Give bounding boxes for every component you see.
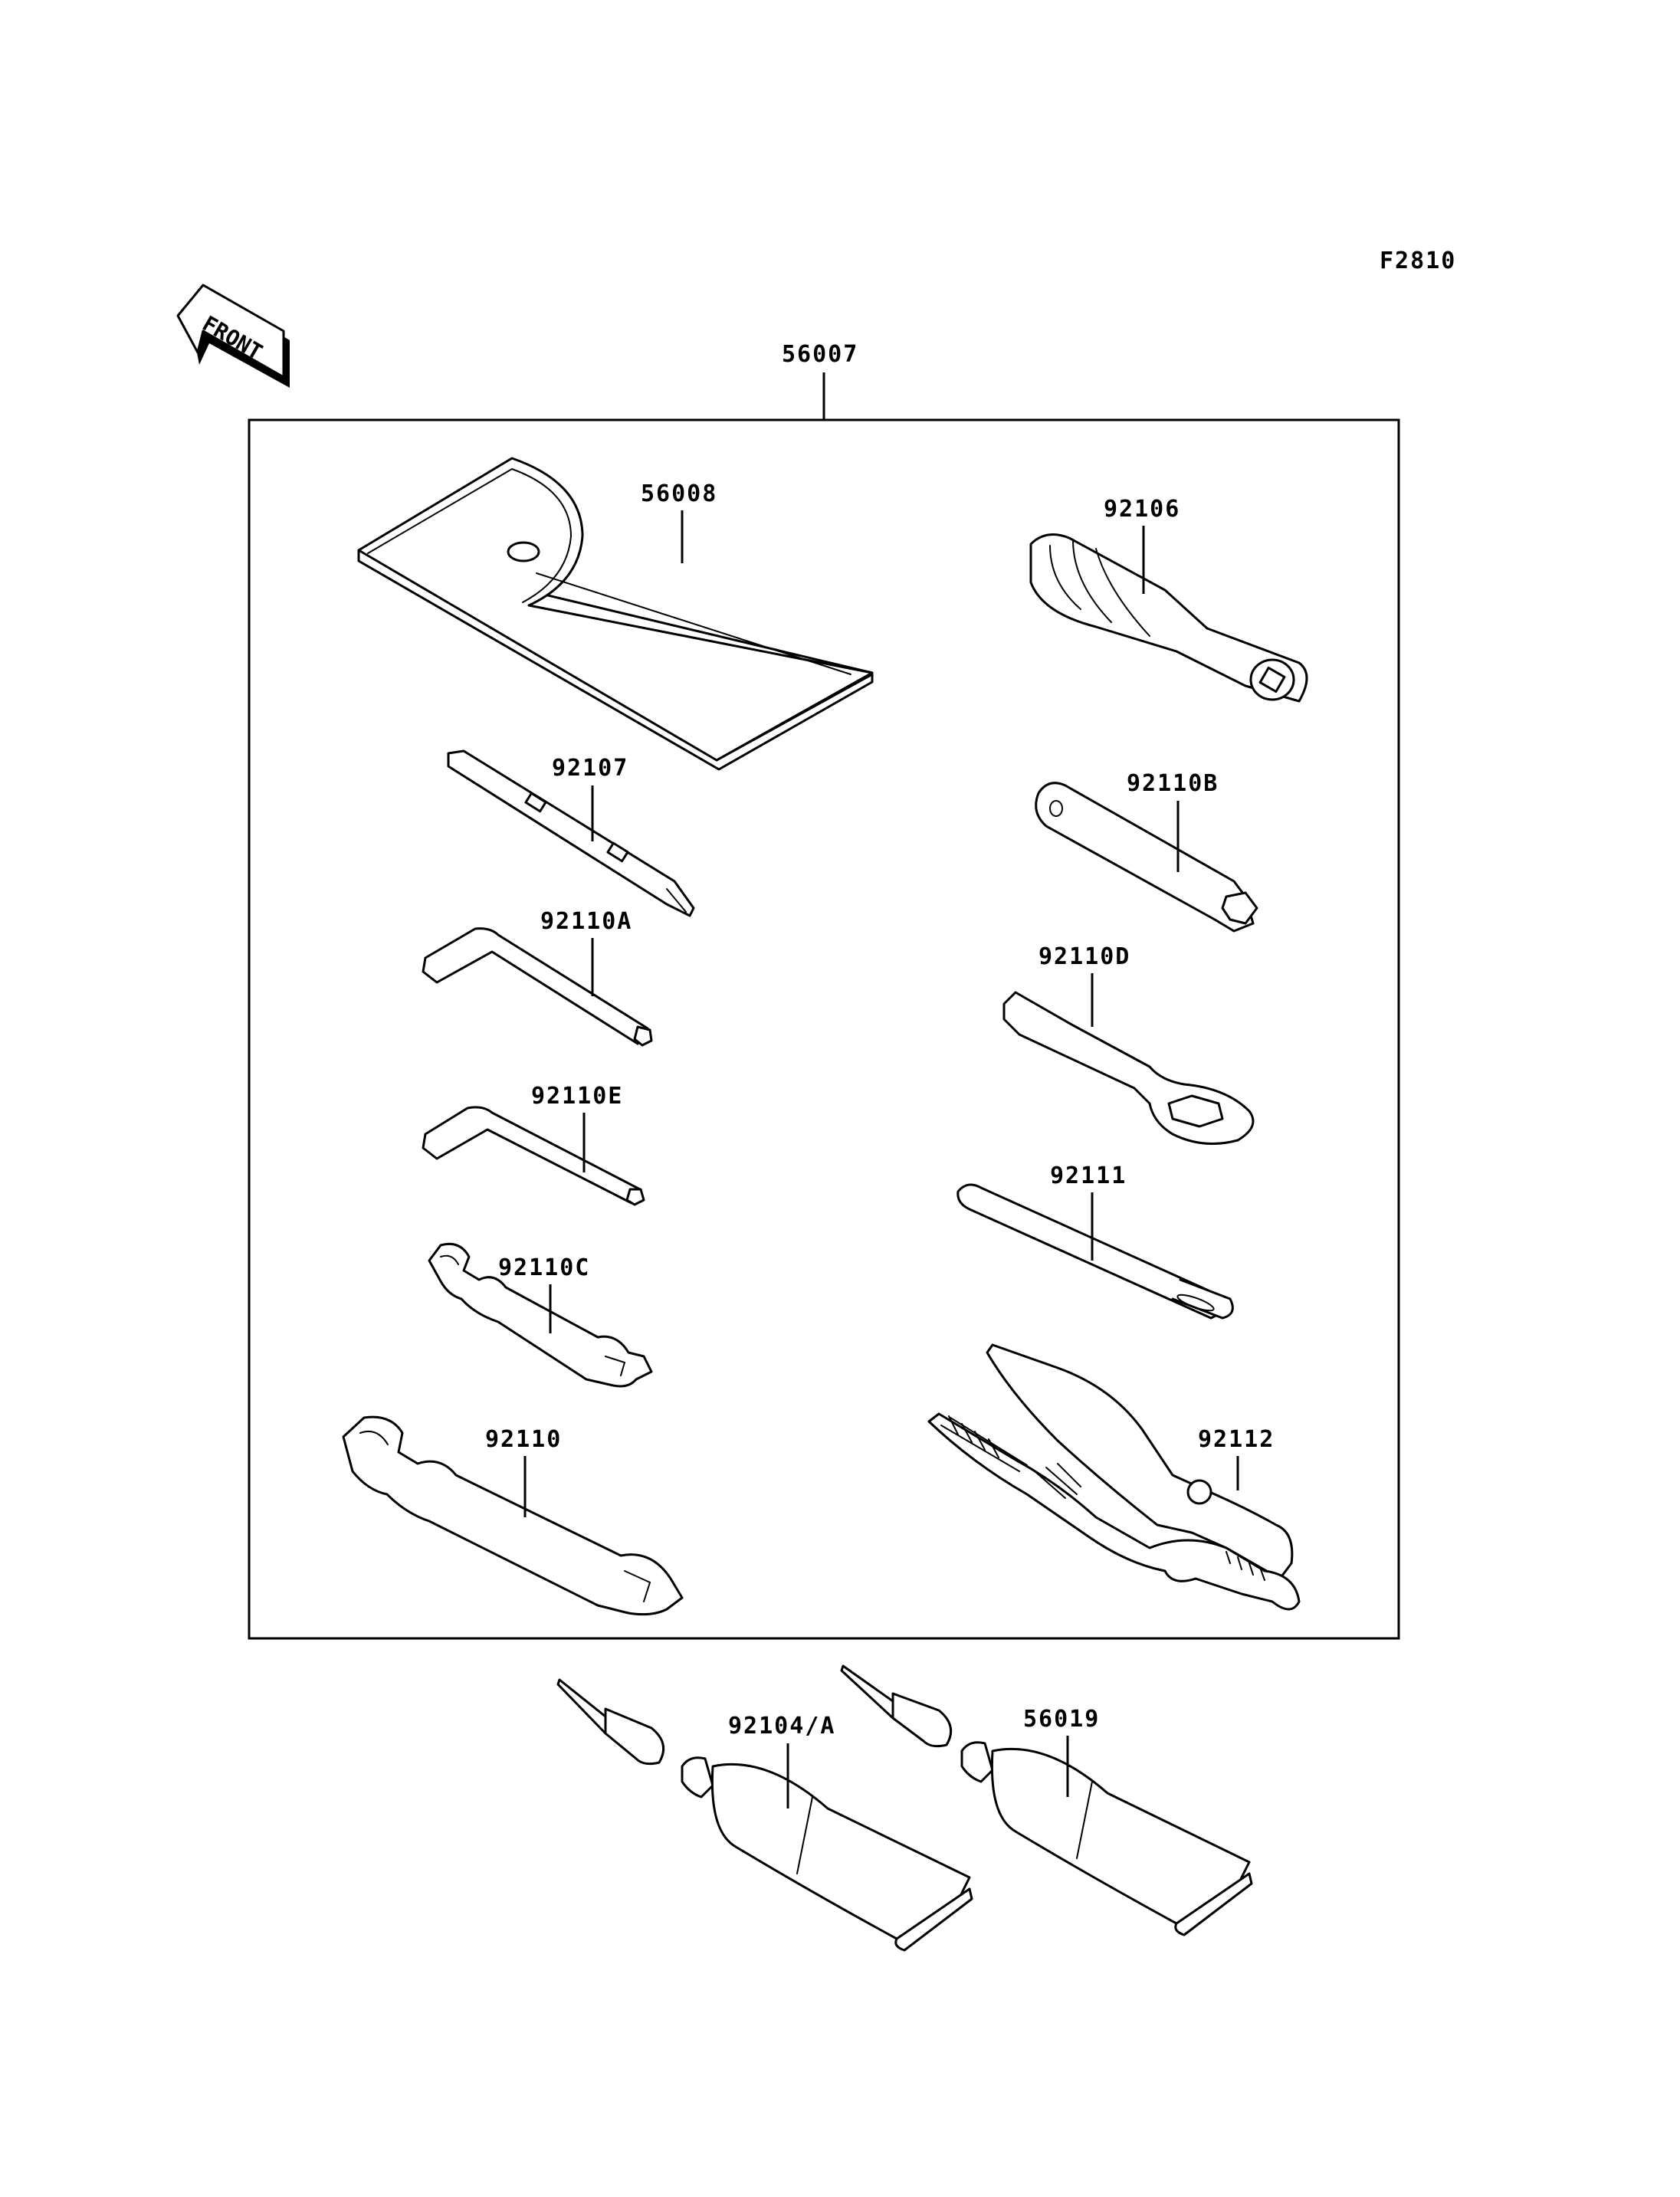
callout-92110E: 92110E bbox=[531, 1083, 623, 1110]
tool-pouch bbox=[357, 457, 874, 771]
extension-bar bbox=[956, 1183, 1234, 1320]
grease-tube-b bbox=[840, 1664, 1253, 1936]
screwdriver-bit bbox=[447, 749, 695, 917]
hex-key-a bbox=[422, 927, 653, 1047]
callout-56007: 56007 bbox=[782, 341, 858, 368]
callout-56008: 56008 bbox=[641, 480, 717, 507]
open-end-wrench-c bbox=[428, 1242, 653, 1388]
callout-92110B: 92110B bbox=[1127, 770, 1219, 797]
callout-92112: 92112 bbox=[1198, 1426, 1275, 1453]
callout-92110D: 92110D bbox=[1039, 943, 1130, 970]
callout-56019: 56019 bbox=[1023, 1706, 1100, 1733]
callout-92106: 92106 bbox=[1104, 496, 1180, 523]
box-wrench-d bbox=[1002, 991, 1255, 1145]
grease-tube-a bbox=[556, 1678, 973, 1952]
open-end-wrench bbox=[342, 1415, 684, 1616]
tool-kit-frame bbox=[248, 418, 1400, 1640]
spark-plug-wrench bbox=[1035, 782, 1258, 933]
figure-code: F2810 bbox=[1380, 248, 1456, 274]
callout-92104-A: 92104/A bbox=[728, 1713, 835, 1740]
callout-92107: 92107 bbox=[552, 755, 628, 782]
callout-92111: 92111 bbox=[1050, 1162, 1127, 1189]
callout-92110A: 92110A bbox=[540, 908, 632, 935]
callout-92110C: 92110C bbox=[498, 1254, 590, 1281]
slip-joint-pliers bbox=[927, 1343, 1301, 1611]
hex-key-e bbox=[422, 1106, 645, 1206]
screwdriver-handle bbox=[1029, 533, 1308, 703]
front-arrow-icon: FRONT bbox=[176, 284, 290, 388]
callout-92110: 92110 bbox=[485, 1426, 562, 1453]
